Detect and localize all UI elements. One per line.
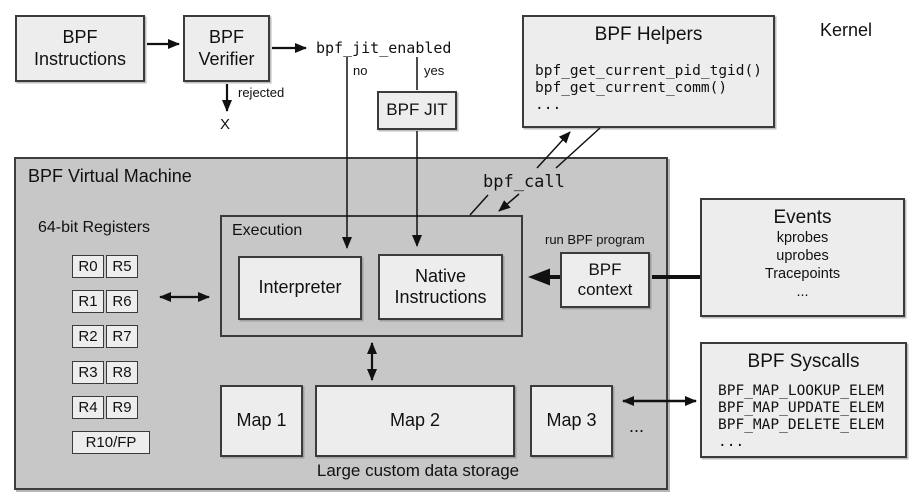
register-r2: R2: [72, 325, 104, 348]
event-item: ...: [796, 284, 809, 300]
map-3-label: Map 3: [546, 410, 597, 431]
syscall-item: BPF_MAP_DELETE_ELEM: [718, 417, 884, 433]
bpf-helpers-box: BPF Helpers bpf_get_current_pid_tgid() b…: [522, 15, 775, 128]
register-r4: R4: [72, 396, 104, 419]
events-title: Events: [773, 207, 832, 228]
rejected-label: rejected: [238, 85, 285, 100]
map-2-box: Map 2: [315, 385, 515, 457]
helper-function: bpf_get_current_comm(): [535, 80, 728, 96]
maps-ellipsis: ...: [629, 416, 645, 436]
helper-function: ...: [535, 97, 562, 113]
no-branch-label: no: [353, 63, 368, 78]
map-3-box: Map 3: [530, 385, 613, 457]
events-box: Events kprobes uprobes Tracepoints ...: [700, 198, 905, 317]
bpf-syscalls-box: BPF Syscalls BPF_MAP_LOOKUP_ELEM BPF_MAP…: [700, 342, 907, 458]
event-item: Tracepoints: [764, 266, 841, 282]
register-r9: R9: [106, 396, 138, 419]
bpf-helpers-title: BPF Helpers: [594, 24, 703, 45]
interpreter-box: Interpreter: [238, 256, 362, 320]
bpf-jit-box: BPF JIT: [377, 91, 457, 130]
register-r3: R3: [72, 361, 104, 384]
interpreter-label: Interpreter: [258, 277, 342, 298]
kernel-label: Kernel: [820, 20, 873, 40]
yes-branch-label: yes: [424, 63, 445, 78]
map-1-label: Map 1: [236, 410, 287, 431]
bpf-call-label: bpf_call: [483, 172, 565, 192]
register-r10-fp: R10/FP: [72, 431, 150, 454]
register-r8: R8: [106, 361, 138, 384]
registers-label: 64-bit Registers: [38, 219, 151, 236]
map-1-box: Map 1: [220, 385, 303, 457]
bpf-instructions-label: BPF Instructions: [33, 27, 127, 69]
bpf-jit-label: BPF JIT: [386, 100, 448, 120]
event-item: kprobes: [776, 230, 829, 246]
bpf-syscalls-title: BPF Syscalls: [747, 351, 860, 372]
vm-title: BPF Virtual Machine: [28, 166, 192, 186]
register-r0: R0: [72, 255, 104, 278]
run-bpf-program-label: run BPF program: [545, 232, 645, 247]
register-r7: R7: [106, 325, 138, 348]
storage-caption: Large custom data storage: [316, 461, 520, 480]
syscall-item: ...: [718, 434, 745, 450]
bpf-context-box: BPF context: [560, 252, 650, 308]
bpf-jit-enabled-label: bpf_jit_enabled: [316, 39, 452, 57]
register-r5: R5: [106, 255, 138, 278]
rejected-x-mark: X: [220, 116, 231, 133]
register-r1: R1: [72, 290, 104, 313]
register-r6: R6: [106, 290, 138, 313]
bpf-helpers-functions: bpf_get_current_pid_tgid() bpf_get_curre…: [535, 63, 762, 114]
syscall-item: BPF_MAP_LOOKUP_ELEM: [718, 383, 884, 399]
bpf-verifier-box: BPF Verifier: [183, 15, 270, 82]
native-instructions-box: Native Instructions: [378, 254, 503, 320]
helper-function: bpf_get_current_pid_tgid(): [535, 63, 762, 79]
events-items: kprobes uprobes Tracepoints ...: [702, 229, 903, 301]
bpf-syscalls-calls: BPF_MAP_LOOKUP_ELEM BPF_MAP_UPDATE_ELEM …: [718, 383, 884, 451]
syscall-item: BPF_MAP_UPDATE_ELEM: [718, 400, 884, 416]
map-2-label: Map 2: [389, 410, 441, 431]
event-item: uprobes: [776, 248, 829, 264]
bpf-verifier-label: BPF Verifier: [198, 27, 255, 69]
execution-label: Execution: [232, 222, 303, 239]
bpf-instructions-box: BPF Instructions: [15, 15, 145, 82]
native-instructions-label: Native Instructions: [394, 265, 487, 307]
bpf-context-label: BPF context: [577, 259, 633, 299]
